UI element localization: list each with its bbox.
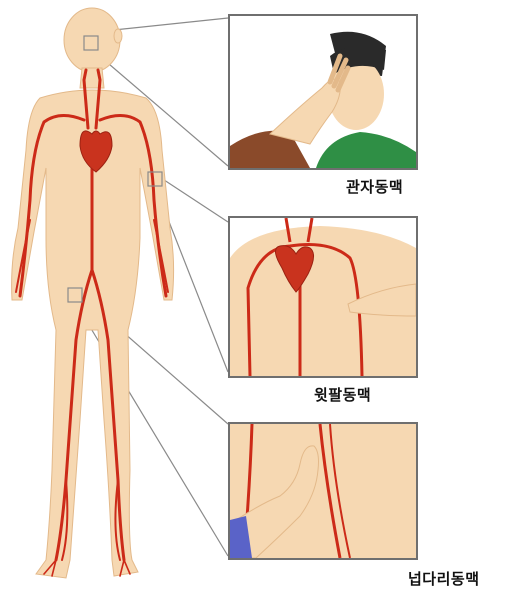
inset-brachial [228, 216, 418, 378]
label-coronary: 관자동맥 [346, 176, 403, 197]
coronary-inset-drawing [230, 16, 416, 168]
label-femoral: 넙다리동맥 [408, 568, 480, 589]
body-silhouette [12, 8, 174, 578]
brachial-inset-drawing [230, 218, 416, 376]
inset-coronary [228, 14, 418, 170]
inset-femoral [228, 422, 418, 560]
label-brachial: 윗팔동맥 [314, 384, 371, 405]
femoral-inset-drawing [230, 424, 416, 558]
